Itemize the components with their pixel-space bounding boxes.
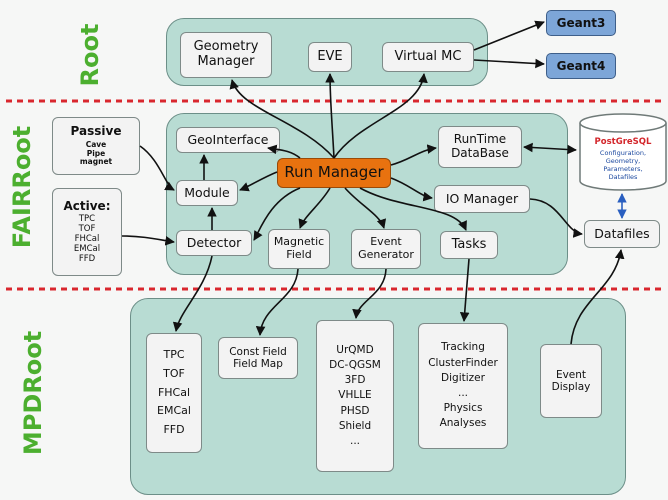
magnetic-field-line-2: Field <box>286 248 312 261</box>
vmc-to-geant4 <box>473 58 545 69</box>
passive-box: Passive Cave Pipe magnet <box>52 117 140 175</box>
io-manager-box: IO Manager <box>434 185 530 213</box>
geometry-manager-line-1: Geometry <box>193 39 259 55</box>
active-item: FHCal <box>74 234 100 245</box>
postgresql-item: Geometry, <box>605 156 641 165</box>
active-item: TPC <box>78 214 96 225</box>
runtime-database-line-1: RunTime <box>453 132 507 147</box>
run-to-detector <box>253 187 301 241</box>
mpd-detector-item: FHCal <box>157 385 191 399</box>
mpd-task-item: Digitizer <box>441 371 485 384</box>
event-generator-to-mpd-generators <box>352 268 387 319</box>
run-to-event-generator <box>344 187 387 229</box>
mpd-detector-item: FFD <box>163 423 185 437</box>
mpd-field-item: Field Map <box>233 358 283 370</box>
mpd-task-item: ClusterFinder <box>428 356 498 369</box>
active-box: Active: TPC TOF FHCal EMCal FFD <box>52 188 122 276</box>
datafiles-box: Datafiles <box>584 220 660 248</box>
mpd-generator-item: UrQMD <box>336 343 374 356</box>
mpd-generator-item: PHSD <box>340 404 370 417</box>
eve-box: EVE <box>308 42 352 72</box>
mpd-tasks-box: Tracking ClusterFinder Digitizer ... Phy… <box>418 323 508 449</box>
detector-to-mpd-detectors <box>172 255 213 332</box>
postgresql-label: PostGreSQL Configuration, Geometry, Para… <box>578 137 668 181</box>
magnetic-field-box: Magnetic Field <box>268 229 330 269</box>
magnetic-field-to-mpd-field <box>255 268 299 336</box>
detector-box: Detector <box>176 230 252 256</box>
event-generator-line-2: Generator <box>358 248 414 261</box>
runtime-database-line-2: DataBase <box>451 146 509 160</box>
run-to-geointerface <box>267 144 301 159</box>
passive-item: Pipe <box>86 148 106 158</box>
run-to-geometry-manager <box>229 79 335 159</box>
mpd-generator-item: Shield <box>338 419 372 432</box>
active-item: FFD <box>78 253 96 264</box>
geant3-box: Geant3 <box>546 10 616 36</box>
io-manager-to-datafiles <box>529 198 583 238</box>
magnetic-field-line-1: Magnetic <box>273 235 325 249</box>
postgresql-item: Configuration, <box>599 148 647 157</box>
event-display-line-1: Event <box>555 368 587 381</box>
virtual-mc-box: Virtual MC <box>382 42 474 72</box>
postgresql-cylinder <box>579 113 667 191</box>
event-display-box: Event Display <box>540 344 602 418</box>
mpd-generator-item: ... <box>349 435 360 448</box>
active-to-detector <box>121 235 175 246</box>
tasks-box: Tasks <box>440 231 498 259</box>
module-box: Module <box>176 180 238 206</box>
event-display-to-datafiles <box>570 249 625 345</box>
run-to-runtime-db <box>390 144 437 166</box>
postgresql-item: Parameters, <box>603 164 643 173</box>
mpd-detector-item: TPC <box>163 348 185 362</box>
passive-item: Cave <box>85 139 107 149</box>
passive-title: Passive <box>70 124 122 139</box>
vmc-to-geant3 <box>473 20 545 51</box>
active-title: Active: <box>63 198 111 213</box>
passive-item: magnet <box>79 157 113 167</box>
geant4-box: Geant4 <box>546 53 616 79</box>
mpd-task-item: Tracking <box>441 341 485 354</box>
postgresql-title: PostGreSQL <box>594 137 652 147</box>
run-to-module <box>239 171 278 192</box>
event-generator-line-1: Event <box>370 235 402 249</box>
geometry-manager-line-2: Manager <box>197 54 255 69</box>
passive-to-module <box>139 145 175 191</box>
event-display-line-2: Display <box>551 381 591 393</box>
mpd-task-item: ... <box>457 387 468 399</box>
runtime-database-box: RunTime DataBase <box>438 126 522 168</box>
run-to-tasks <box>359 187 467 231</box>
geometry-manager-box: Geometry Manager <box>180 32 272 78</box>
mpd-generator-item: VHLLE <box>338 389 372 402</box>
mpd-task-item: Analyses <box>439 417 487 430</box>
run-to-virtual-mc <box>333 73 428 159</box>
mpd-generators-box: UrQMD DC-QGSM 3FD VHLLE PHSD Shield ... <box>316 320 394 472</box>
postgresql-item: Datafiles <box>608 173 638 181</box>
mpd-detectors-box: TPC TOF FHCal EMCal FFD <box>146 333 202 453</box>
geointerface-box: GeoInterface <box>176 127 280 153</box>
event-generator-box: Event Generator <box>351 229 421 269</box>
mpd-field-box: Const Field Field Map <box>218 337 298 379</box>
run-to-io-manager <box>390 177 433 202</box>
run-to-eve <box>325 73 335 159</box>
run-manager-box: Run Manager <box>277 158 391 188</box>
mpd-field-item: Const Field <box>229 345 287 358</box>
run-to-magnetic-field <box>298 187 331 229</box>
mpd-task-item: Physics <box>443 402 483 415</box>
mpd-detector-item: EMCal <box>157 404 191 418</box>
mpd-generator-item: DC-QGSM <box>329 358 381 371</box>
tasks-to-mpd-tasks <box>459 258 470 322</box>
mpd-generator-item: 3FD <box>344 374 366 387</box>
runtime-db-to-postgresql <box>523 142 577 155</box>
active-item: TOF <box>78 224 96 235</box>
active-item: EMCal <box>73 243 101 254</box>
mpd-detector-item: TOF <box>163 366 185 380</box>
